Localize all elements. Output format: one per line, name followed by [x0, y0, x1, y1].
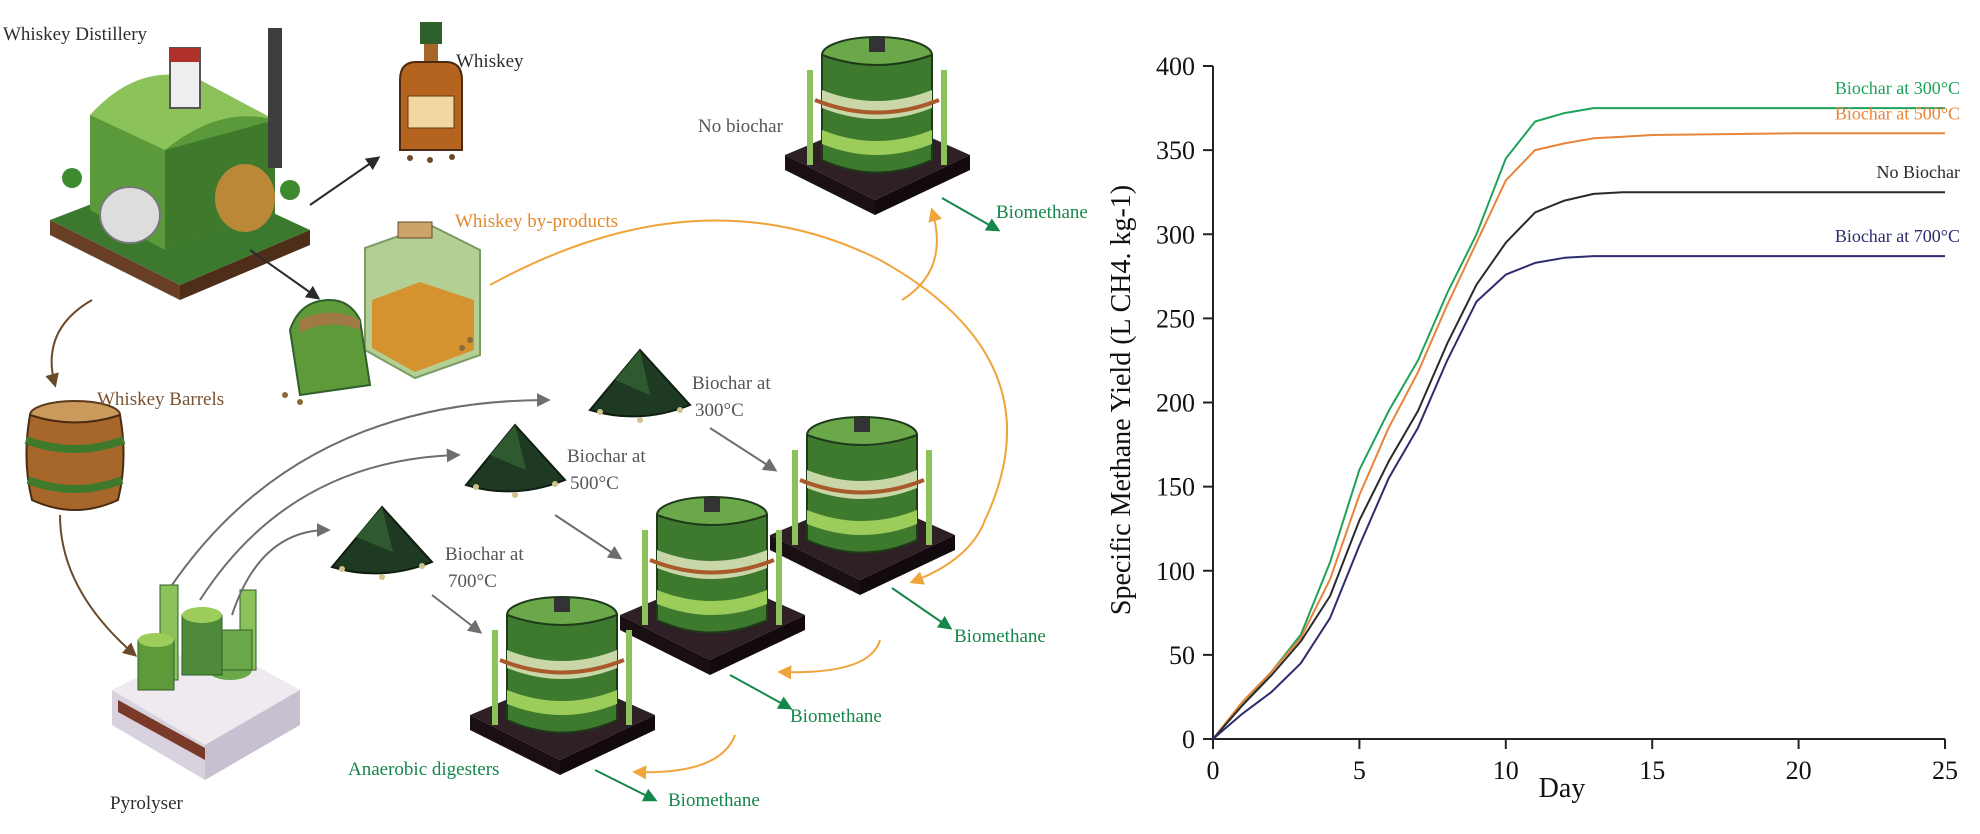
biochar-500-label-line2: 500°C — [570, 473, 619, 494]
biochar-300-label-line2: 300°C — [695, 400, 744, 421]
series-label-1: Biochar at 500°C — [1835, 103, 1960, 123]
y-tick-label: 400 — [1156, 52, 1195, 81]
series-line-2 — [1212, 191, 1945, 740]
arrow-biochar-700-to-digester — [431, 594, 483, 634]
arrow-to-biomethane-300 — [891, 587, 953, 630]
whiskey-label: Whiskey — [456, 51, 524, 72]
arrow-to-biomethane-700 — [594, 769, 658, 802]
x-tick-label: 20 — [1786, 756, 1812, 785]
arrow-byproducts-to-digester-500 — [777, 639, 881, 680]
biomethane-label-no-biochar: Biomethane — [996, 202, 1088, 223]
series-line-3 — [1212, 255, 1945, 740]
biochar-700-label-line2: 700°C — [448, 571, 497, 592]
series-label-3: Biochar at 700°C — [1835, 226, 1960, 246]
series-labels: Biochar at 300°C Biochar at 500°C No Bioch… — [1835, 78, 1960, 246]
arrow-barrels-to-pyrolyser — [59, 514, 138, 657]
arrow-byproducts-to-no-biochar-digester — [901, 207, 942, 301]
biomethane-label-500: Biomethane — [790, 706, 882, 727]
process-diagram: Whiskey Distillery Whiskey Whiskey by-pr… — [3, 22, 1088, 814]
arrow-to-biomethane-no-biochar — [941, 197, 1001, 232]
x-tick-label: 15 — [1639, 756, 1665, 785]
series-line-0 — [1212, 107, 1945, 740]
series-label-0: Biochar at 300°C — [1835, 78, 1960, 98]
biochar-300-pile-illustration — [588, 348, 692, 423]
digester-no-biochar-illustration — [785, 36, 970, 215]
x-tick-label: 0 — [1207, 756, 1220, 785]
y-tick-label: 100 — [1156, 557, 1195, 586]
y-tick-label: 250 — [1156, 304, 1195, 333]
biochar-700-pile-illustration — [330, 505, 434, 580]
arrow-biochar-500-to-digester — [554, 514, 623, 560]
arrow-distillery-to-barrels — [45, 299, 93, 388]
biochar-300-label-line1: Biochar at — [692, 373, 771, 394]
y-axis-label: Specific Methane Yield (L CH4. kg-1) — [1106, 185, 1137, 615]
x-tick-label: 25 — [1932, 756, 1958, 785]
arrow-distillery-to-whiskey — [309, 156, 381, 206]
distillery-illustration — [50, 28, 310, 300]
series-label-2: No Biochar — [1877, 162, 1960, 182]
x-axis-label: Day — [1539, 773, 1586, 804]
pyrolyser-label: Pyrolyser — [110, 793, 184, 814]
series-line-1 — [1212, 132, 1945, 740]
y-tick-label: 50 — [1169, 641, 1195, 670]
digesters-label: Anaerobic digesters — [348, 759, 499, 780]
y-tick-label: 150 — [1156, 473, 1195, 502]
arrow-pyrolyser-to-biochar-700 — [231, 523, 331, 616]
y-tick-label: 350 — [1156, 136, 1195, 165]
barrels-label: Whiskey Barrels — [97, 389, 224, 410]
x-ticks: 0 5 10 15 20 25 — [1207, 739, 1958, 785]
x-tick-label: 10 — [1493, 756, 1519, 785]
biomethane-label-700: Biomethane — [668, 790, 760, 811]
byproducts-illustration — [282, 221, 481, 405]
y-tick-label: 200 — [1156, 389, 1195, 418]
biochar-700-label-line1: Biochar at — [445, 544, 524, 565]
pyrolyser-illustration — [112, 584, 300, 780]
arrow-byproducts-to-digesters — [489, 219, 1008, 585]
digester-700-illustration — [470, 596, 655, 775]
x-tick-label: 5 — [1353, 756, 1366, 785]
distillery-label: Whiskey Distillery — [3, 24, 148, 45]
biochar-500-pile-illustration — [464, 423, 567, 498]
arrow-byproducts-to-digester-700 — [632, 734, 736, 780]
biochar-500-label-line1: Biochar at — [567, 446, 646, 467]
arrow-distillery-to-byproducts — [249, 249, 321, 300]
no-biochar-label: No biochar — [698, 116, 784, 137]
y-tick-label: 300 — [1156, 220, 1195, 249]
byproducts-label: Whiskey by-products — [455, 211, 618, 232]
y-tick-label: 0 — [1182, 725, 1195, 754]
arrow-to-biomethane-500 — [729, 674, 793, 710]
series-lines — [1212, 107, 1945, 740]
digester-300-illustration — [770, 416, 955, 595]
arrow-pyrolyser-to-biochar-500 — [199, 448, 461, 601]
whiskey-barrel-illustration — [24, 400, 126, 511]
y-ticks: 0 50 100 150 200 250 300 350 400 — [1156, 52, 1213, 754]
arrow-biochar-300-to-digester — [709, 427, 778, 472]
digester-500-illustration — [620, 496, 805, 675]
whiskey-bottle-illustration — [399, 22, 463, 163]
biomethane-label-300: Biomethane — [954, 626, 1046, 647]
arrow-pyrolyser-to-biochar-300 — [171, 393, 551, 586]
methane-yield-chart: 0 50 100 150 200 250 300 350 400 0 5 10 15 20 25 Bioc… — [1106, 52, 1960, 804]
